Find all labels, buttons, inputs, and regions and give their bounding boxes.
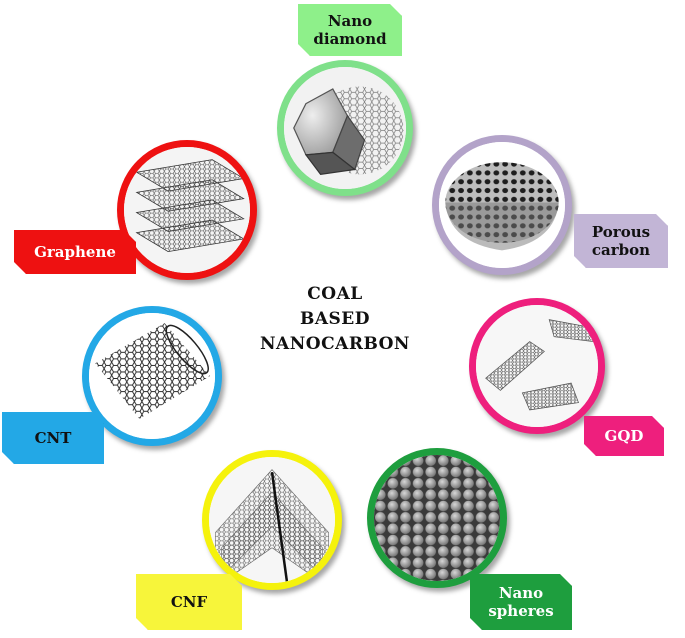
nano-diamond-illustration (284, 67, 406, 189)
cnf-image (202, 450, 342, 590)
gqd-illustration (476, 305, 598, 427)
nano-spheres-label: Nano spheres (470, 574, 572, 630)
cnt-label: CNT (2, 412, 104, 464)
graphene-image (117, 140, 257, 280)
cnf-illustration (209, 457, 335, 583)
gqd-label: GQD (584, 416, 664, 456)
cnt-image (82, 306, 222, 446)
center-title-line-2: BASED (299, 309, 371, 329)
gqd-image (469, 298, 605, 434)
porous-carbon-label: Porous carbon (574, 214, 668, 268)
center-title-line-1: COAL (307, 284, 363, 304)
nano-spheres-illustration (374, 455, 500, 581)
cnf-label: CNF (136, 574, 242, 630)
nano-spheres-image (367, 448, 507, 588)
graphene-illustration (124, 147, 250, 273)
center-title-line-3: NANOCARBON (260, 334, 410, 354)
nano-diamond-image (277, 60, 413, 196)
porous-carbon-illustration (439, 142, 565, 268)
porous-carbon-image (432, 135, 572, 275)
center-title: COAL BASED NANOCARBON (235, 282, 435, 357)
graphene-label: Graphene (14, 230, 136, 274)
cnt-illustration (89, 313, 215, 439)
nano-diamond-label: Nano diamond (298, 4, 402, 56)
